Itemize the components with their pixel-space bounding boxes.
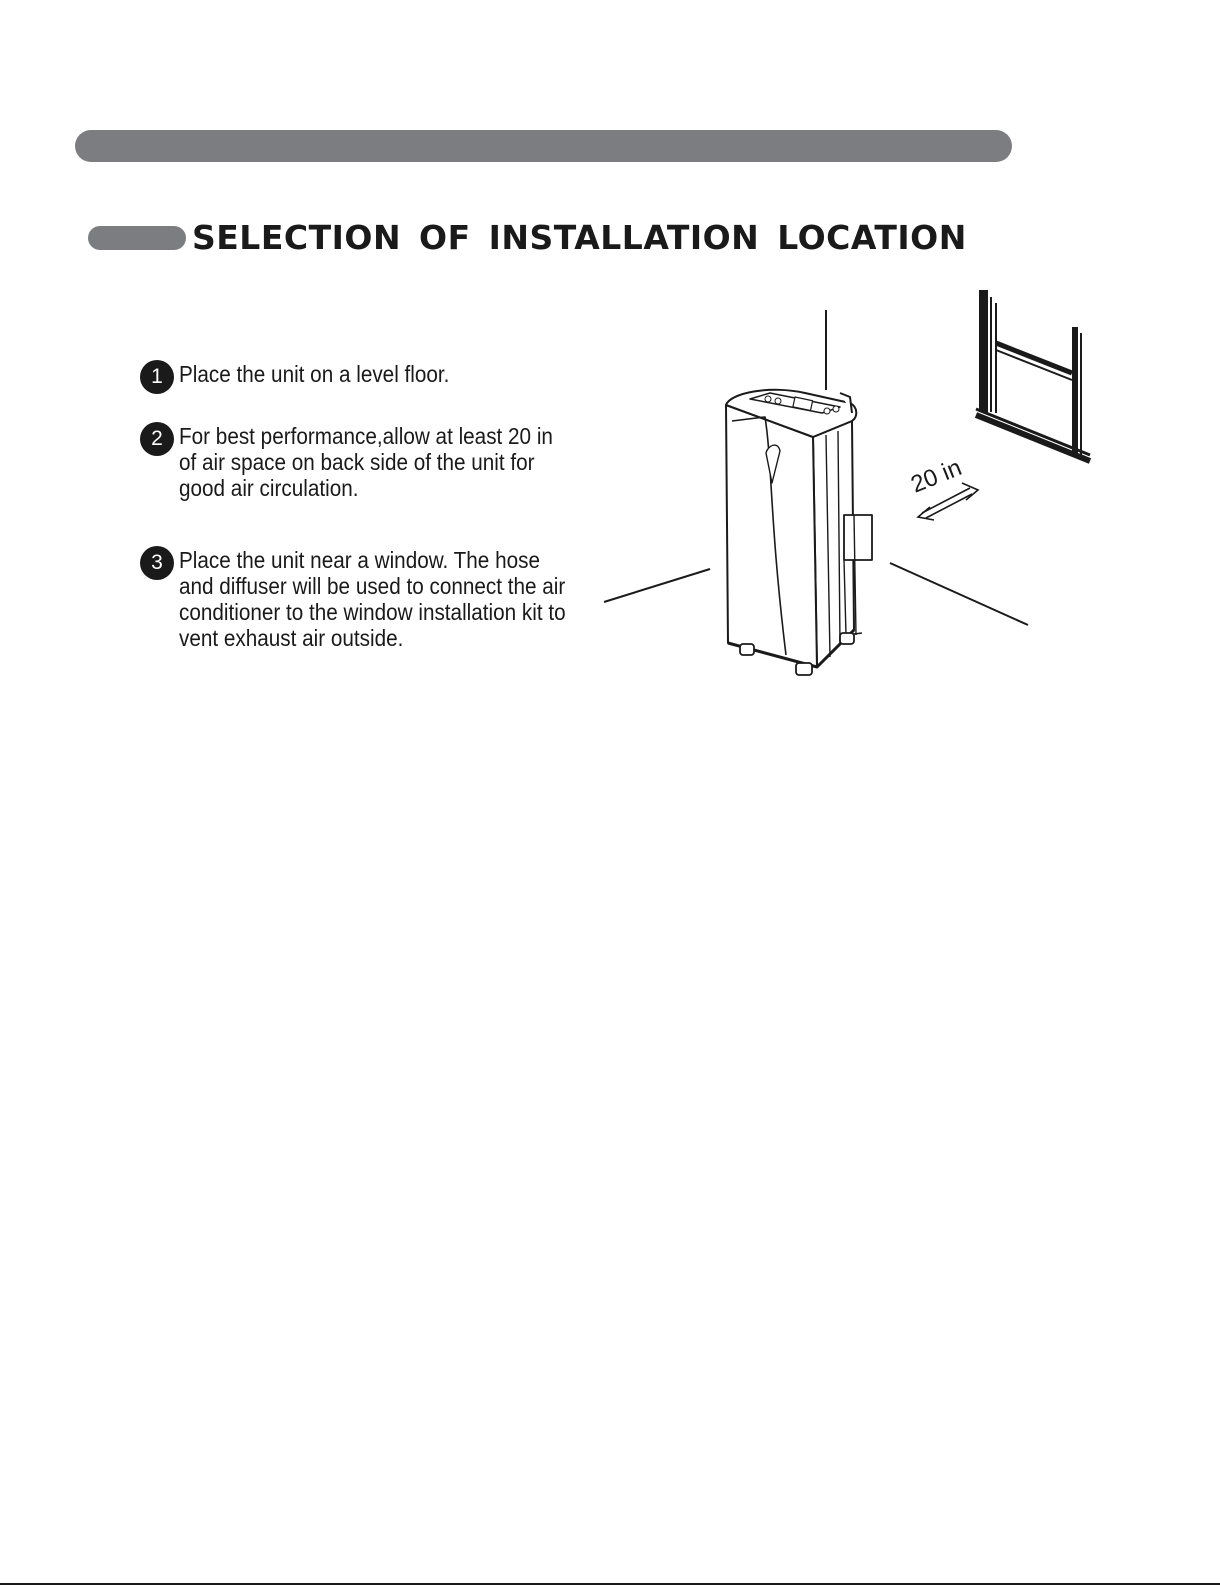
step-number-badge: 2 (140, 422, 174, 456)
double-arrow-icon (916, 482, 980, 521)
clearance-label: 20 in (907, 454, 965, 499)
room-corner-lines (603, 310, 1029, 626)
header-bar (75, 130, 1012, 162)
section-marker (88, 226, 186, 250)
step-text: For best performance,allow at least 20 i… (179, 423, 553, 501)
step-text: Place the unit near a window. The hose a… (179, 547, 566, 651)
window-icon (974, 290, 1092, 464)
step-text: Place the unit on a level floor. (179, 361, 450, 387)
installation-diagram: 20 in (603, 290, 1092, 676)
step-number-badge: 3 (140, 546, 174, 580)
section-title: SELECTION OF INSTALLATION LOCATION (192, 218, 967, 257)
page-bottom-rule (0, 1583, 1220, 1585)
portable-air-conditioner-icon (725, 388, 873, 676)
step-number-badge: 1 (140, 360, 174, 394)
